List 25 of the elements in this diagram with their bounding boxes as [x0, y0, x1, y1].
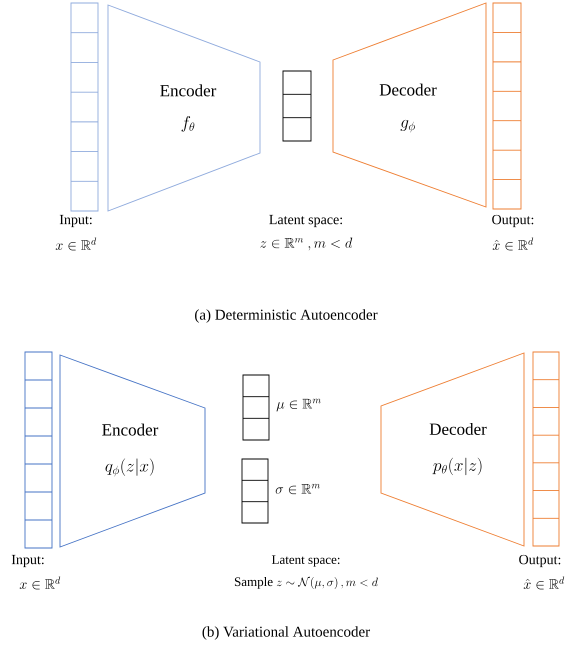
- decoder-trapezoid: Decoder $p_\theta(x|z)$: [380, 352, 524, 547]
- vector-column: [24, 352, 52, 548]
- vector-label: Input:: [60, 214, 92, 228]
- formula-label: $\sigma \in \mathbb{R}^m$: [276, 484, 320, 494]
- latent-label: Latent space:: [272, 555, 340, 567]
- formula-label: $x \in \mathbb{R}^d$: [56, 238, 96, 250]
- formula-label: $\hat{x} \in \mathbb{R}^d$: [524, 576, 564, 590]
- vector-label: Output:: [492, 214, 534, 228]
- subfigure-caption: (b) Variational Autoencoder: [202, 626, 370, 640]
- formula-label: $\text{Sample}\ z \sim \mathcal{N}(\mu,\sigma)\,, m < d$: [234, 576, 378, 590]
- vector-column: [532, 352, 560, 546]
- formula-label: $x \in \mathbb{R}^d$: [20, 576, 60, 590]
- vector-column: [242, 374, 270, 440]
- formula-label: $\hat{x} \in \mathbb{R}^d$: [492, 238, 534, 250]
- formula-label: $z \in \mathbb{R}^m\ , m < d$: [260, 238, 352, 250]
- vector-column: [282, 70, 312, 142]
- vector-column: [242, 458, 268, 524]
- subfigure-caption: (a) Deterministic Autoencoder: [195, 309, 378, 323]
- vector-label: Output:: [519, 554, 560, 568]
- vector-label: Input:: [12, 554, 44, 568]
- decoder-trapezoid: Decoder $g_\phi$: [332, 2, 486, 208]
- vector-column: [70, 2, 98, 212]
- vector-column: [492, 2, 522, 210]
- formula-label: $\mu \in \mathbb{R}^m$: [276, 398, 321, 412]
- vector-label: Latent space:: [269, 214, 342, 228]
